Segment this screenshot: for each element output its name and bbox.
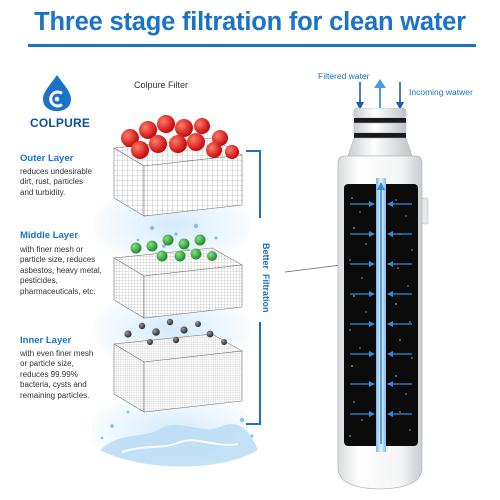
title-underline	[28, 44, 476, 47]
filter-cartridge-illustration	[337, 108, 429, 490]
brand-name: COLPURE	[29, 116, 91, 130]
filter-layers-illustration	[92, 115, 258, 467]
middle-layer-title: Middle Layer	[20, 230, 79, 241]
water-flow-arrows-icon	[356, 79, 404, 112]
inner-layer-title: Inner Layer	[20, 335, 72, 346]
page-title: Three stage filtration for clean water	[34, 8, 466, 36]
middle-layer-description: with finer mesh or particle size, reduce…	[20, 245, 102, 296]
better-filtration-label: Better Filtration	[261, 243, 271, 313]
outer-layer-title: Outer Layer	[20, 153, 74, 164]
incoming-water-label: Incoming watwer	[409, 87, 473, 97]
inner-layer-description: with even finer mesh or particle size, r…	[20, 349, 94, 400]
filtered-water-label: Filtered water	[318, 71, 370, 81]
filter-label: Colpure Filter	[134, 80, 189, 90]
water-drop-logo-icon	[43, 75, 71, 111]
outer-layer-description: reduces undesirable dirt, rust, particle…	[20, 167, 93, 197]
